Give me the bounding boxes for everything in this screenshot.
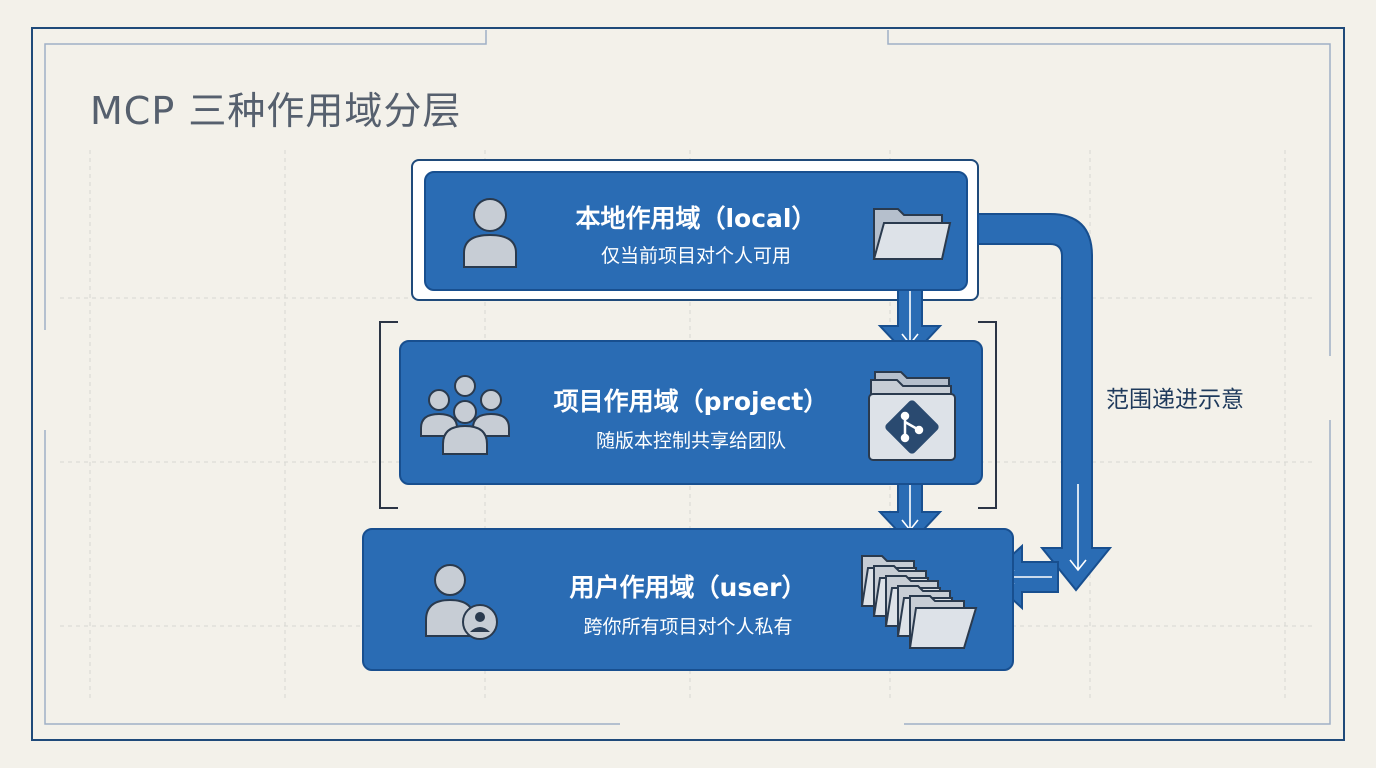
scope-desc-project: 随版本控制共享给团队 — [595, 430, 786, 452]
stacked-folders-icon — [860, 555, 978, 649]
page-title: MCP 三种作用域分层 — [90, 89, 462, 133]
scope-name-user: 用户作用域（user） — [569, 573, 807, 602]
scope-desc-local: 仅当前项目对个人可用 — [600, 245, 791, 267]
team-icon — [420, 375, 510, 455]
scope-name-local: 本地作用域（local） — [575, 204, 817, 233]
outer-frame — [31, 27, 1345, 741]
project-bracket — [379, 321, 997, 509]
user-profile-icon — [425, 564, 498, 640]
person-icon — [463, 198, 517, 268]
scope-desc-user: 跨你所有项目对个人私有 — [583, 616, 793, 638]
inner-frame — [44, 30, 1331, 725]
git-folder-icon — [868, 371, 956, 461]
scope-card-project: 项目作用域（project） 随版本控制共享给团队 — [399, 340, 983, 485]
folder-icon — [872, 208, 952, 260]
scope-name-project: 项目作用域（project） — [553, 387, 829, 416]
git-symbol — [900, 411, 924, 443]
scope-card-local: 本地作用域（local） 仅当前项目对个人可用 — [424, 171, 968, 291]
scope-progression-label: 范围递进示意 — [1106, 387, 1244, 413]
scope-card-user: 用户作用域（user） 跨你所有项目对个人私有 — [362, 528, 1014, 671]
